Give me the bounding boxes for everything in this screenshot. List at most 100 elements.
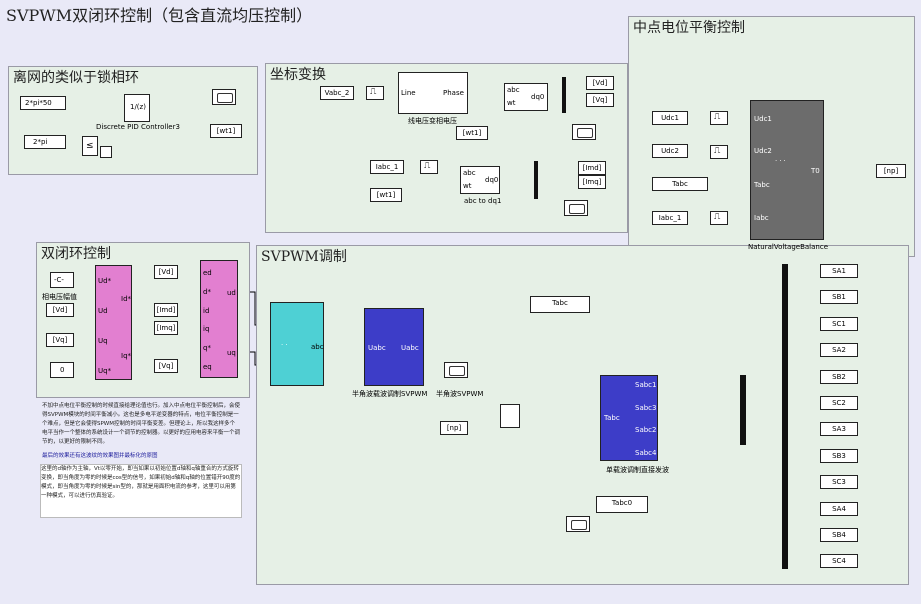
goto-sc1[interactable]: SC1: [820, 316, 858, 331]
coord-scope-1-icon: [577, 128, 593, 138]
inner-port-iq: iq: [203, 325, 210, 333]
from-vabc2[interactable]: Vabc_2: [320, 86, 354, 100]
goto-sa3[interactable]: SA3: [820, 422, 858, 437]
goto-vd[interactable]: [Vd]: [586, 76, 614, 90]
demux-2[interactable]: [534, 161, 538, 199]
carrier-caption: 单载波调制直接发波: [606, 466, 669, 474]
pll-scope-block[interactable]: [212, 89, 236, 105]
outer-port-uq: Uq: [98, 337, 108, 345]
abc-dq0-1-in1: abc: [507, 86, 520, 94]
line-phase-caption: 线电压变相电压: [408, 117, 457, 125]
coord-scope-1[interactable]: [572, 124, 596, 140]
const-c-label: -C-: [54, 276, 64, 284]
const-freq-label: 2*pi*50: [25, 99, 52, 107]
goto-tabc0[interactable]: Tabc0: [596, 496, 648, 513]
pll-sum-block[interactable]: [100, 146, 112, 158]
outer-port-ud-ref: Ud*: [98, 277, 112, 285]
from-np[interactable]: [np]: [440, 421, 468, 435]
abc-dq0-1-in2: wt: [507, 99, 516, 107]
from-wt1-a[interactable]: [wt1]: [456, 126, 488, 140]
svpwm-mux[interactable]: [740, 375, 746, 445]
goto-sa2[interactable]: SA2: [820, 343, 858, 358]
line-phase-block[interactable]: Line Phase: [398, 72, 468, 114]
abc-dq0-block-2[interactable]: abc wt dq0: [460, 166, 500, 194]
zoh-block-5[interactable]: ⎍: [710, 211, 728, 225]
outer-port-uq-ref: Uq*: [98, 367, 112, 375]
goto-vq[interactable]: [Vq]: [586, 93, 614, 107]
inner-port-ud: ud: [227, 289, 236, 297]
outer-loop-block[interactable]: Ud* Ud Uq Uq* Id* Iq*: [95, 265, 132, 380]
goto-sa4[interactable]: SA4: [820, 501, 858, 516]
goto-sb1[interactable]: SB1: [820, 290, 858, 305]
goto-tabc[interactable]: Tabc: [530, 296, 590, 313]
goto-sa1[interactable]: SA1: [820, 264, 858, 278]
area-loop-title: 双闭环控制: [41, 246, 111, 262]
const-freq-block[interactable]: 2*pi*50: [20, 96, 66, 110]
const-0-block[interactable]: 0: [50, 362, 74, 378]
svpwm-uabc-in: Uabc: [368, 344, 386, 352]
area-balance-title: 中点电位平衡控制: [633, 20, 745, 36]
zoh-block-2[interactable]: ⎍: [420, 160, 438, 174]
from-udc2[interactable]: Udc2: [652, 144, 688, 158]
from-vq-b[interactable]: [Vq]: [154, 359, 178, 373]
compare-label: ≤: [86, 141, 94, 151]
carrier-modulation-block[interactable]: Tabc Sabc1 Sabc3 Sabc2 Sabc4: [600, 375, 658, 461]
zoh-block-3[interactable]: ⎍: [710, 111, 728, 125]
goto-sb3[interactable]: SB3: [820, 448, 858, 463]
annotation-note-3: 这里的d轴作为主轴，Vt以零开始，即当如果以初始位置d轴和q轴重合的方式旋转变换…: [40, 464, 242, 518]
from-wt1-b[interactable]: [wt1]: [370, 188, 402, 202]
nvb-caption: NaturalVoltageBalance: [748, 243, 828, 251]
goto-np[interactable]: [np]: [876, 164, 906, 178]
zoh-block-4[interactable]: ⎍: [710, 145, 728, 159]
inner-port-q-ref: q*: [203, 344, 211, 352]
abc-dq0-2-in1: abc: [463, 169, 476, 177]
from-udc1[interactable]: Udc1: [652, 111, 688, 125]
abc-dq0-block-1[interactable]: abc wt dq0: [504, 83, 548, 111]
area-svpwm-title: SVPWM调制: [261, 249, 347, 265]
area-pll-title: 离网的类似于锁相环: [13, 70, 139, 86]
outer-port-iq-ref: Iq*: [121, 352, 132, 360]
integrator-block[interactable]: 1/(z): [124, 94, 150, 122]
compare-block[interactable]: ≤: [82, 136, 98, 156]
inner-port-eq: eq: [203, 363, 212, 371]
zoh-icon-5: ⎍: [714, 212, 721, 222]
from-imd[interactable]: [Imd]: [154, 303, 178, 317]
goto-sc4[interactable]: SC4: [820, 554, 858, 569]
goto-imq[interactable]: [Imq]: [578, 175, 606, 189]
from-vd-b[interactable]: [Vd]: [154, 265, 178, 279]
inner-port-d-ref: d*: [203, 288, 211, 296]
from-tabc[interactable]: Tabc: [652, 177, 708, 191]
from-iabc1-a[interactable]: Iabc_1: [370, 160, 404, 174]
goto-sc2[interactable]: SC2: [820, 396, 858, 410]
demux-1[interactable]: [562, 77, 566, 113]
nvb-port-udc2: Udc2: [754, 147, 772, 155]
carrier-out1-port: Sabc1: [635, 381, 657, 389]
zoh-block-1[interactable]: ⎍: [366, 86, 384, 100]
goto-wt1[interactable]: [wt1]: [210, 124, 242, 138]
model-title: SVPWM双闭环控制（包含直流均压控制）: [6, 6, 313, 25]
dq-abc-block[interactable]: abc ··: [270, 302, 324, 386]
dq-abc-dots: ··: [281, 341, 290, 349]
svpwm-uabc-block[interactable]: Uabc Uabc: [364, 308, 424, 386]
goto-sc3[interactable]: SC3: [820, 475, 858, 490]
from-iabc1-b[interactable]: Iabc_1: [652, 211, 688, 225]
svpwm-scope-1[interactable]: [444, 362, 468, 378]
inner-loop-block[interactable]: ed d* id iq q* eq ud uq: [200, 260, 238, 378]
svpwm-scope-2[interactable]: [566, 516, 590, 532]
const-2pi-block[interactable]: 2*pi: [24, 135, 66, 149]
natural-voltage-balance-block[interactable]: Udc1 Udc2 Tabc Iabc T0 ···: [750, 100, 824, 240]
from-imq[interactable]: [Imq]: [154, 321, 178, 335]
output-demux[interactable]: [782, 264, 788, 569]
svpwm-sum-block[interactable]: [500, 404, 520, 428]
from-vq-a[interactable]: [Vq]: [46, 333, 74, 347]
coord-scope-2[interactable]: [564, 200, 588, 216]
goto-sb4[interactable]: SB4: [820, 528, 858, 542]
abc-dq0-1-out: dq0: [531, 93, 545, 101]
svpwm-uabc-caption: 半角波载波调制SVPWM: [352, 390, 428, 398]
goto-imd[interactable]: [Imd]: [578, 161, 606, 175]
annotation-note-1: 不加中点电位平衡控制的时候直接给理论值也行。加入中点电位平衡控制后，会使得SVP…: [42, 403, 240, 445]
pll-scope-icon: [217, 93, 233, 103]
from-vd-a[interactable]: [Vd]: [46, 303, 74, 317]
goto-sb2[interactable]: SB2: [820, 369, 858, 384]
const-c-block[interactable]: -C-: [50, 272, 74, 288]
